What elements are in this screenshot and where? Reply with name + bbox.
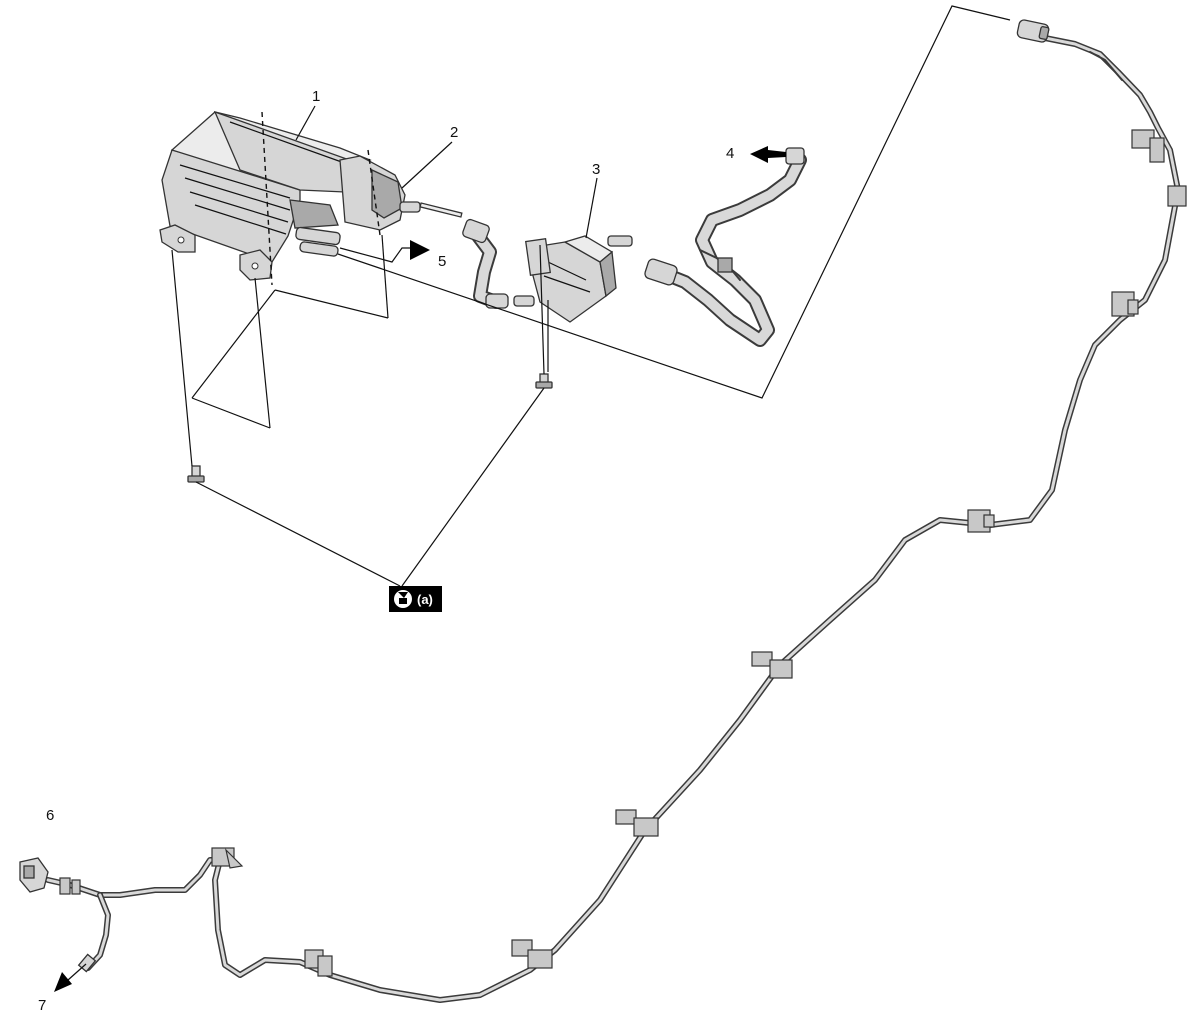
pipe-clip [59,877,81,895]
pipe-clip [211,847,244,869]
bolt-left [187,465,205,483]
callout-3: 3 [592,161,600,178]
canister-filter [513,235,633,323]
arrow-7-icon [54,972,72,992]
wrench-icon [394,590,412,608]
callout-1: 1 [312,88,320,105]
torque-badge-label: (a) [417,592,433,607]
pipe-clip [304,949,333,977]
pipe-clip [967,509,995,533]
short-hose [419,202,509,309]
bolt-right [535,373,553,389]
callout-4: 4 [726,145,734,162]
leader-lines [171,5,1011,587]
centerline-a [261,111,273,286]
part-6-connector [19,857,49,893]
pipe-clip [1167,185,1187,207]
long-vapor-pipe [45,35,1181,1003]
purge-hose [644,147,807,347]
callout-5: 5 [438,253,446,270]
callout-2: 2 [450,124,458,141]
arrow-7-stem [67,963,87,981]
arrow-4-icon [750,146,786,163]
pipe-clip [1131,129,1165,163]
torque-badge: (a) [389,586,442,612]
callout-7: 7 [38,997,46,1014]
pipe-clip [511,939,553,969]
evap-canister [159,110,421,281]
pipe-clip [751,651,793,679]
callout-6: 6 [46,807,54,824]
pipe-clip [1111,291,1139,317]
arrow-5-icon [410,240,430,260]
pipe-clips [59,129,1187,977]
pipe-clip [615,809,659,837]
pipe-end-connector [1016,19,1050,43]
